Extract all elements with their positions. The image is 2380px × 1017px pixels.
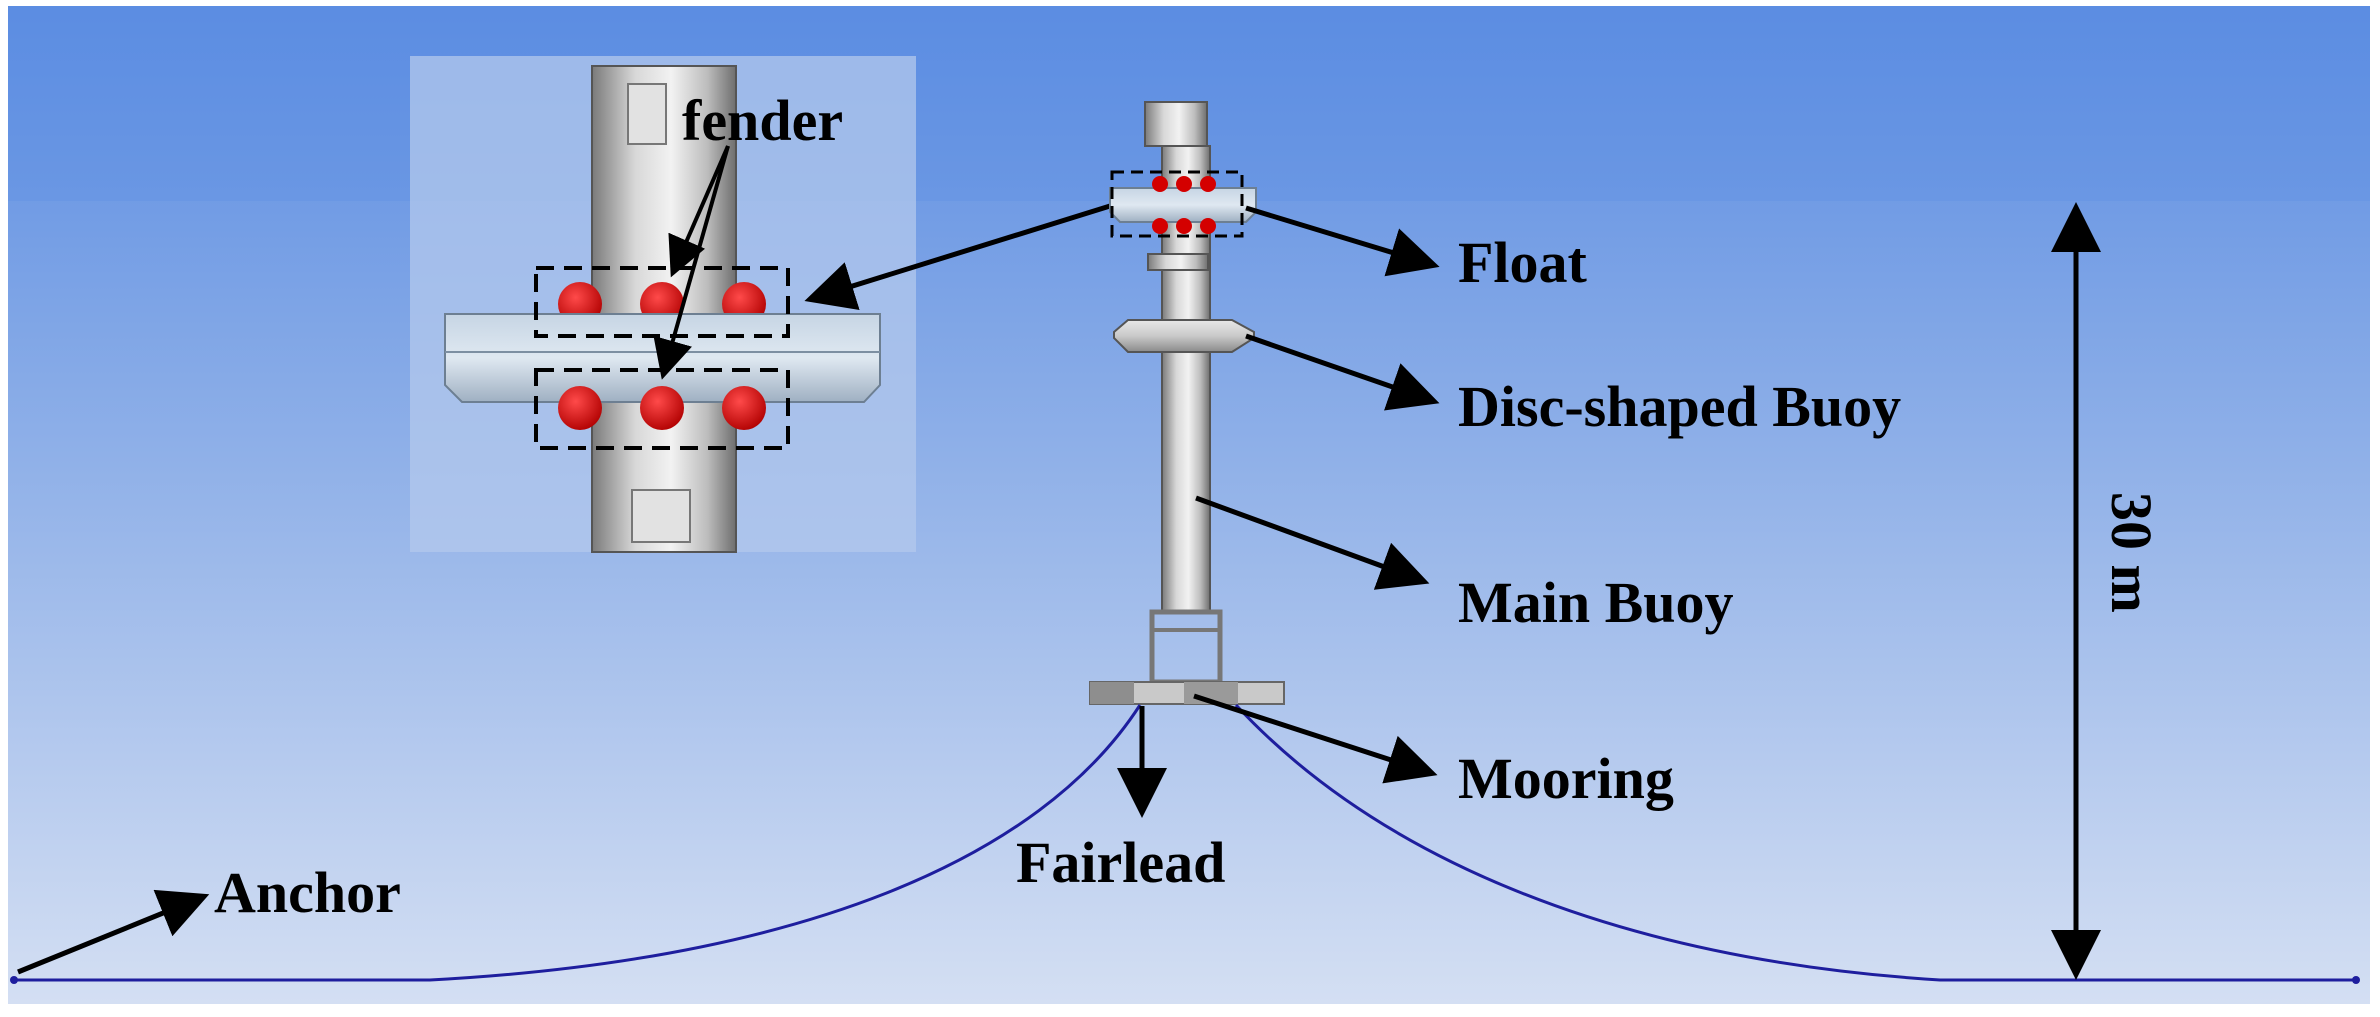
wave-energy-device xyxy=(1089,101,1285,705)
main-buoy xyxy=(1161,351,1211,613)
mooring-label: Mooring xyxy=(1458,746,1674,811)
disc-shaped-buoy-label: Disc-shaped Buoy xyxy=(1458,374,1901,439)
mooring-line-left xyxy=(14,704,1142,982)
fender-bottom-left xyxy=(558,386,602,430)
depth-label: 30 m xyxy=(2099,492,2164,613)
fender-bottom-right xyxy=(722,386,766,430)
fairlead-label: Fairlead xyxy=(1016,830,1225,895)
fender-label: fender xyxy=(682,88,843,153)
mooring-line-right xyxy=(1234,703,2356,982)
float-label: Float xyxy=(1458,230,1588,295)
main-buoy-label: Main Buoy xyxy=(1458,570,1734,635)
float xyxy=(1109,187,1257,223)
disc-shaped-buoy xyxy=(1113,319,1255,353)
fender-detail-inset: fender xyxy=(410,56,916,553)
fender-bottom-mid xyxy=(640,386,684,430)
anchor-label: Anchor xyxy=(214,860,401,925)
